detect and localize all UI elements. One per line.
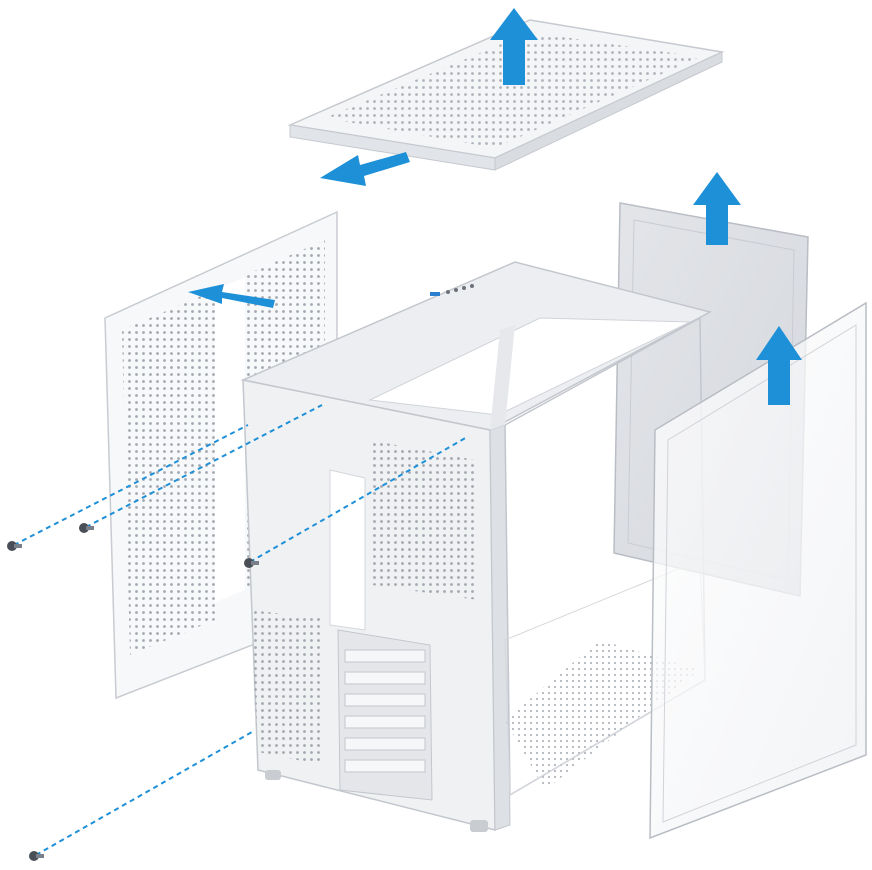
front-glass-panel: [649, 301, 867, 840]
front-io-ports: [430, 284, 474, 296]
screw-icon: [244, 558, 259, 568]
arrow-up-icon: [756, 326, 802, 405]
arrow-up-icon: [693, 172, 741, 245]
guide-line-4: [35, 731, 253, 856]
screw-icon: [7, 541, 22, 551]
arrow-up-icon: [490, 8, 538, 85]
screws: [7, 523, 259, 861]
arrow-left-icon: [188, 284, 275, 308]
screw-icon: [29, 851, 44, 861]
arrow-left-icon: [320, 152, 410, 186]
guide-line-1: [13, 424, 249, 546]
direction-arrows: [188, 8, 802, 405]
screw-guide-lines: [13, 404, 468, 856]
screw-icon: [79, 523, 94, 533]
pci-slot-covers: [344, 649, 426, 773]
top-panel: [287, 19, 725, 171]
guide-line-3: [249, 436, 468, 563]
